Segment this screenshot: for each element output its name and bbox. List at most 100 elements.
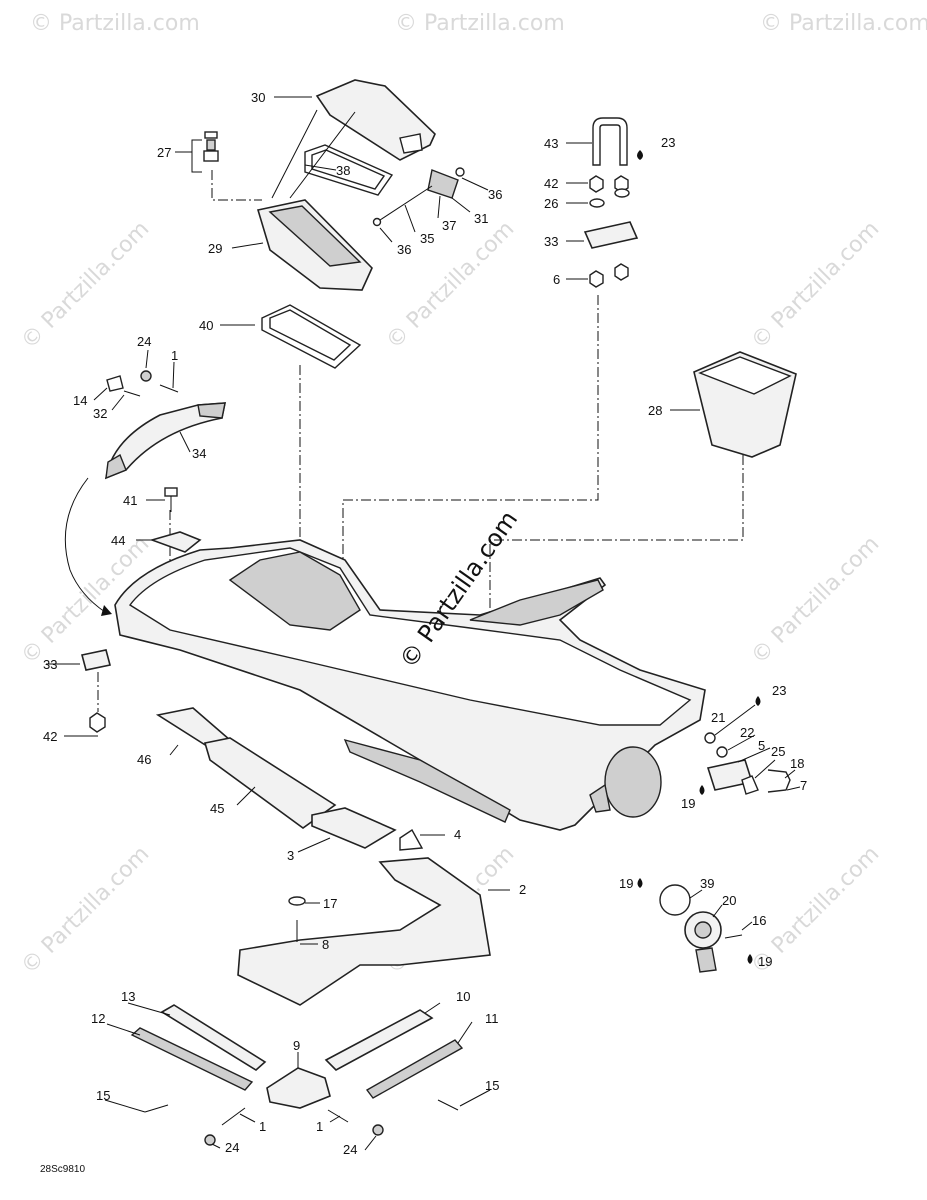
watermark-layer: © Partzilla.com © Partzilla.com © Partzi…: [17, 11, 927, 979]
nose-cap-9: [266, 1067, 331, 1109]
nut-6b: [614, 263, 629, 281]
callout-31: 31: [474, 211, 488, 226]
watermark: © Partzilla.com: [17, 842, 155, 980]
callout-24: 24: [343, 1142, 357, 1157]
callout-33: 33: [43, 657, 57, 672]
storage-bin-interior: [268, 205, 362, 267]
gasket-38-inner: [311, 149, 386, 190]
callout-19: 19: [619, 876, 633, 891]
callout-11: 11: [485, 1011, 499, 1026]
arrow-curve: [64, 477, 106, 613]
callout-21: 21: [711, 710, 725, 725]
callout-10: 10: [456, 989, 470, 1004]
jet-nozzle: [604, 746, 662, 818]
plate-2: [237, 857, 491, 1006]
nut-14: [106, 375, 124, 392]
callout-29: 29: [208, 241, 222, 256]
callout-36: 36: [397, 242, 411, 257]
callout-2: 2: [519, 882, 526, 897]
watermark: © Partzilla.com: [395, 11, 565, 36]
callout-23: 23: [772, 683, 786, 698]
callout-46: 46: [137, 752, 151, 767]
rivet-1b: [221, 1107, 246, 1126]
screw-32: [123, 390, 141, 397]
screw-16: [724, 934, 743, 939]
callout-20: 20: [722, 893, 736, 908]
plate-33a: [583, 221, 639, 249]
rail-assembly: [130, 1004, 464, 1146]
rivet-17: [288, 896, 306, 906]
callout-23: 23: [661, 135, 675, 150]
callout-6: 6: [553, 272, 560, 287]
watercraft-hull: © Partzilla.com: [114, 506, 706, 831]
drop-icon: [637, 878, 643, 888]
rail-12: [130, 1027, 254, 1091]
callout-17: 17: [323, 896, 337, 911]
callout-27: 27: [157, 145, 171, 160]
callout-12: 12: [91, 1011, 105, 1026]
u-bolt-assembly: [583, 117, 643, 288]
callout-3: 3: [287, 848, 294, 863]
callout-43: 43: [544, 136, 558, 151]
cover-latch-tab: [399, 133, 423, 154]
drop-icon: [747, 954, 753, 964]
callout-19: 19: [758, 954, 772, 969]
bolt-1: [159, 384, 179, 393]
callout-36: 36: [488, 187, 502, 202]
gasket-40-inner: [269, 309, 352, 361]
watermark: © Partzilla.com: [30, 11, 200, 36]
seal-39: [659, 884, 691, 916]
cup-holder-rim: [698, 356, 792, 395]
hull-footwell: [469, 579, 604, 626]
washer-36b: [372, 217, 382, 227]
callout-5: 5: [758, 738, 765, 753]
callout-42: 42: [43, 729, 57, 744]
nut-42a: [589, 175, 604, 193]
rivet-15a: [144, 1104, 169, 1113]
plate-4: [399, 828, 424, 851]
callout-1: 1: [316, 1119, 323, 1134]
callout-7: 7: [800, 778, 807, 793]
storage-bin-assembly: [175, 79, 465, 369]
callout-37: 37: [442, 218, 456, 233]
drain-plug-bottom: [695, 947, 717, 973]
callout-39: 39: [700, 876, 714, 891]
hull-seat: [228, 551, 361, 631]
plate-33b: [81, 649, 111, 671]
callout-24: 24: [137, 334, 151, 349]
callout-38: 38: [336, 163, 350, 178]
callout-25: 25: [771, 744, 785, 759]
callout-41: 41: [123, 493, 137, 508]
callout-14: 14: [73, 393, 87, 408]
grab-handle-assembly: [64, 370, 226, 616]
drop-icon: [637, 150, 643, 160]
callout-15: 15: [485, 1078, 499, 1093]
drain-plug-assembly: [637, 878, 753, 973]
callout-18: 18: [790, 756, 804, 771]
watermark: © Partzilla.com: [760, 11, 927, 36]
drain-plug-20-center: [694, 921, 712, 939]
drop-icon: [755, 696, 761, 706]
rod-35: [379, 185, 433, 221]
rail-10: [324, 1009, 434, 1071]
callout-30: 30: [251, 90, 265, 105]
cap-24: [140, 370, 152, 382]
rail-13: [160, 1004, 267, 1071]
callout-28: 28: [648, 403, 662, 418]
bolt-7: [767, 769, 791, 793]
hull-side-rail: [343, 738, 511, 823]
callout-4: 4: [454, 827, 461, 842]
callout-45: 45: [210, 801, 224, 816]
callout-34: 34: [192, 446, 206, 461]
watermark: © Partzilla.com: [382, 217, 520, 355]
assembly-lines: [97, 170, 744, 712]
callout-9: 9: [293, 1038, 300, 1053]
grab-handle-end: [105, 453, 127, 480]
watermark: © Partzilla.com: [747, 532, 885, 670]
cap-24c: [372, 1124, 384, 1136]
callout-22: 22: [740, 725, 754, 740]
callout-1: 1: [259, 1119, 266, 1134]
callout-35: 35: [420, 231, 434, 246]
watermark: © Partzilla.com: [17, 217, 155, 355]
washer-26b: [614, 188, 630, 198]
